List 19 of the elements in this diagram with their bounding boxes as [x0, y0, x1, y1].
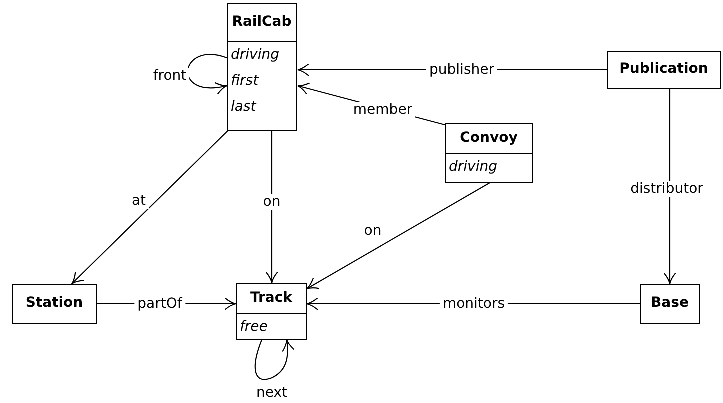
class-name: Track	[237, 284, 306, 314]
class-box	[607, 51, 721, 89]
class-box	[640, 284, 700, 324]
class-box	[12, 284, 97, 324]
class-box	[236, 283, 307, 340]
class-name: Station	[24, 294, 84, 313]
attribute-text: last	[230, 98, 258, 117]
class-name: Publication	[618, 60, 710, 79]
class-name: Convoy	[446, 124, 532, 154]
class-box	[445, 123, 533, 183]
attribute-text: driving	[448, 158, 498, 177]
edge-label: publisher	[426, 62, 498, 78]
attribute-text: driving	[230, 46, 280, 65]
edge-label: partOf	[134, 296, 186, 312]
class-box	[227, 3, 297, 131]
attribute-text: first	[230, 72, 260, 91]
class-name: RailCab	[228, 4, 296, 42]
attribute-text: free	[239, 318, 269, 337]
class-name: Base	[650, 294, 690, 313]
